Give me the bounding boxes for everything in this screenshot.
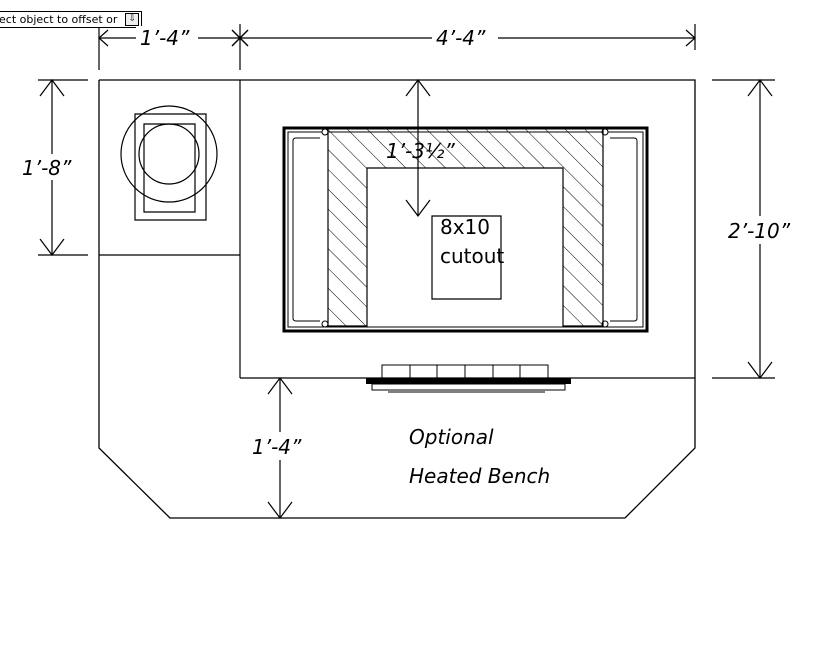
dimension-top-right-text: 4’-4”: [436, 26, 486, 50]
dimension-top-left[interactable]: 1’-4”: [99, 26, 248, 70]
fixture-symbol[interactable]: [121, 106, 217, 220]
dimension-right-text: 2’-10”: [728, 219, 791, 243]
dimension-top-left-text: 1’-4”: [140, 26, 190, 50]
bench-note-line1: Optional: [409, 425, 494, 449]
dimension-bottom-text: 1’-4”: [252, 435, 302, 459]
cutout-label-line2: cutout: [440, 244, 504, 268]
dimension-inner-offset-text: 1’-3½”: [386, 139, 455, 163]
options-dropdown-icon[interactable]: ⇩: [125, 13, 140, 26]
command-prompt-text: ect object to offset or: [0, 13, 118, 26]
dimension-left-text: 1’-8”: [22, 156, 72, 180]
command-prompt-tooltip: ect object to offset or ⇩: [0, 11, 143, 28]
dimension-bottom[interactable]: 1’-4”: [248, 378, 310, 518]
cutout-label-line1: 8x10: [440, 215, 490, 239]
heater-unit[interactable]: [366, 365, 571, 392]
dimension-inner-offset[interactable]: 1’-3½”: [386, 80, 455, 216]
dimension-right[interactable]: 2’-10”: [712, 80, 800, 378]
dimension-top-right[interactable]: 4’-4”: [240, 24, 695, 70]
cutout-rect[interactable]: [432, 216, 501, 299]
bench-outline[interactable]: [99, 80, 695, 518]
dimension-left[interactable]: 1’-8”: [18, 80, 88, 255]
bench-note-line2: Heated Bench: [409, 464, 550, 488]
hatched-frame[interactable]: [328, 128, 603, 326]
